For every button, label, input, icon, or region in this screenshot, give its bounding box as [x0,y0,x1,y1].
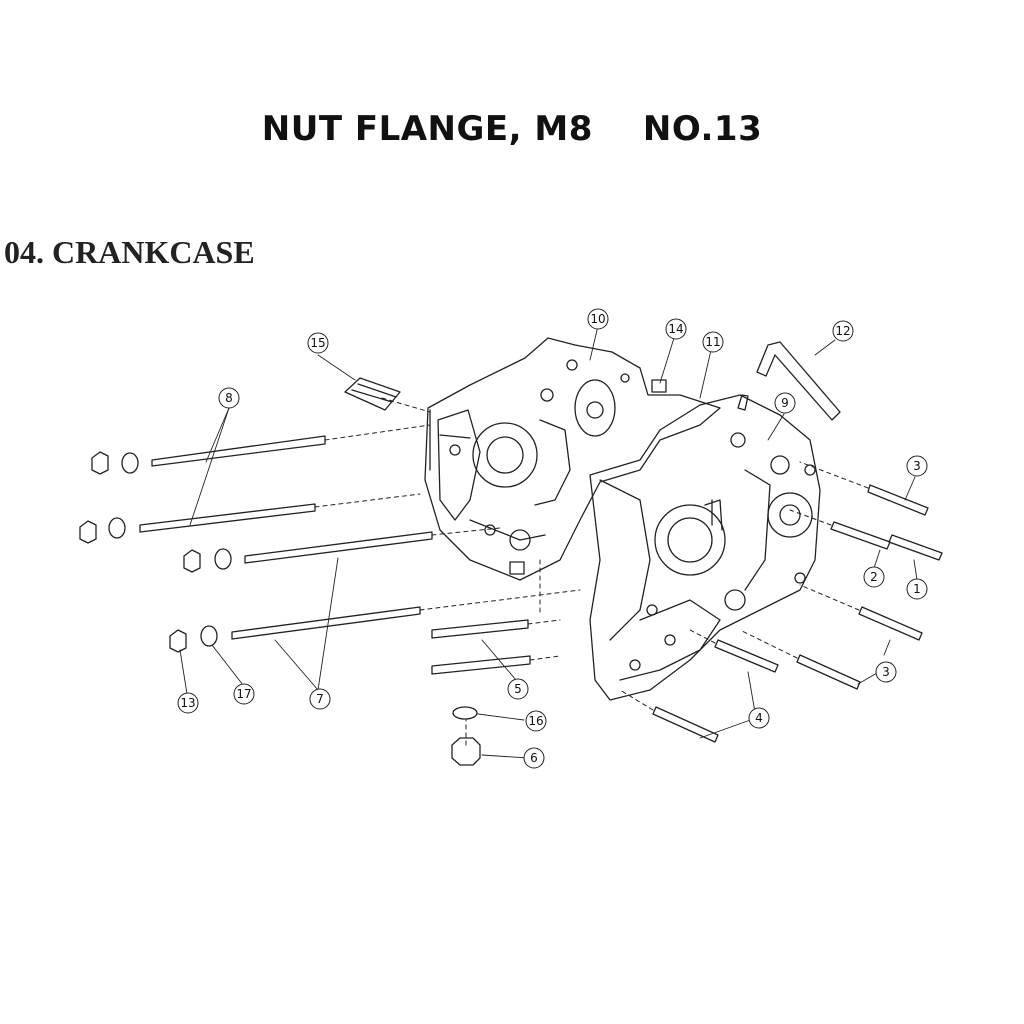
bolts-5 [431,619,531,675]
svg-text:17: 17 [236,687,251,701]
flange-nuts [79,451,481,766]
title-row: NUT FLANGE, M8 NO.13 [0,104,1024,154]
svg-text:8: 8 [225,391,233,405]
callout-6: 6 [523,747,545,769]
callout-11: 11 [702,331,724,353]
bolts-right [652,484,943,743]
callout-5: 5 [507,678,529,700]
left-crankcase-half [424,337,721,581]
callout-3-upper: 3 [906,455,928,477]
callout-17: 17 [233,683,255,705]
callout-4: 4 [748,707,770,729]
part-name: NUT FLANGE, M8 [261,109,593,149]
callout-15: 15 [307,332,329,354]
oil-strainer [344,377,401,411]
callout-16: 16 [525,710,547,732]
svg-text:4: 4 [755,711,763,725]
svg-text:7: 7 [316,692,324,706]
svg-text:12: 12 [835,324,850,338]
callout-13: 13 [177,692,199,714]
svg-text:13: 13 [180,696,195,710]
dowel-pins [509,379,749,575]
stud-bolts [139,435,433,640]
callout-9: 9 [774,392,796,414]
washers [108,452,478,720]
svg-text:14: 14 [668,322,683,336]
callout-8: 8 [218,387,240,409]
svg-text:10: 10 [590,312,605,326]
callouts: 1 2 3 3 4 5 6 7 8 9 10 11 12 13 14 15 16… [177,308,928,769]
svg-text:3: 3 [913,459,921,473]
svg-text:9: 9 [781,396,789,410]
callout-10: 10 [587,308,609,330]
part-number: NO.13 [642,109,763,149]
assembly-lines [314,397,869,746]
svg-text:15: 15 [310,336,325,350]
callout-1: 1 [906,578,928,600]
right-crankcase-half [589,394,821,701]
svg-text:1: 1 [913,582,921,596]
breather-hose [756,341,841,421]
callout-3-lower: 3 [875,661,897,683]
svg-text:3: 3 [882,665,890,679]
svg-text:6: 6 [530,751,538,765]
leader-lines [179,329,918,759]
svg-text:5: 5 [514,682,522,696]
section-heading: 04. CRANKCASE [4,234,255,270]
callout-12: 12 [832,320,854,342]
callout-7: 7 [309,688,331,710]
svg-text:2: 2 [870,570,878,584]
callout-14: 14 [665,318,687,340]
callout-2: 2 [863,566,885,588]
svg-text:11: 11 [705,335,720,349]
svg-text:16: 16 [528,714,543,728]
